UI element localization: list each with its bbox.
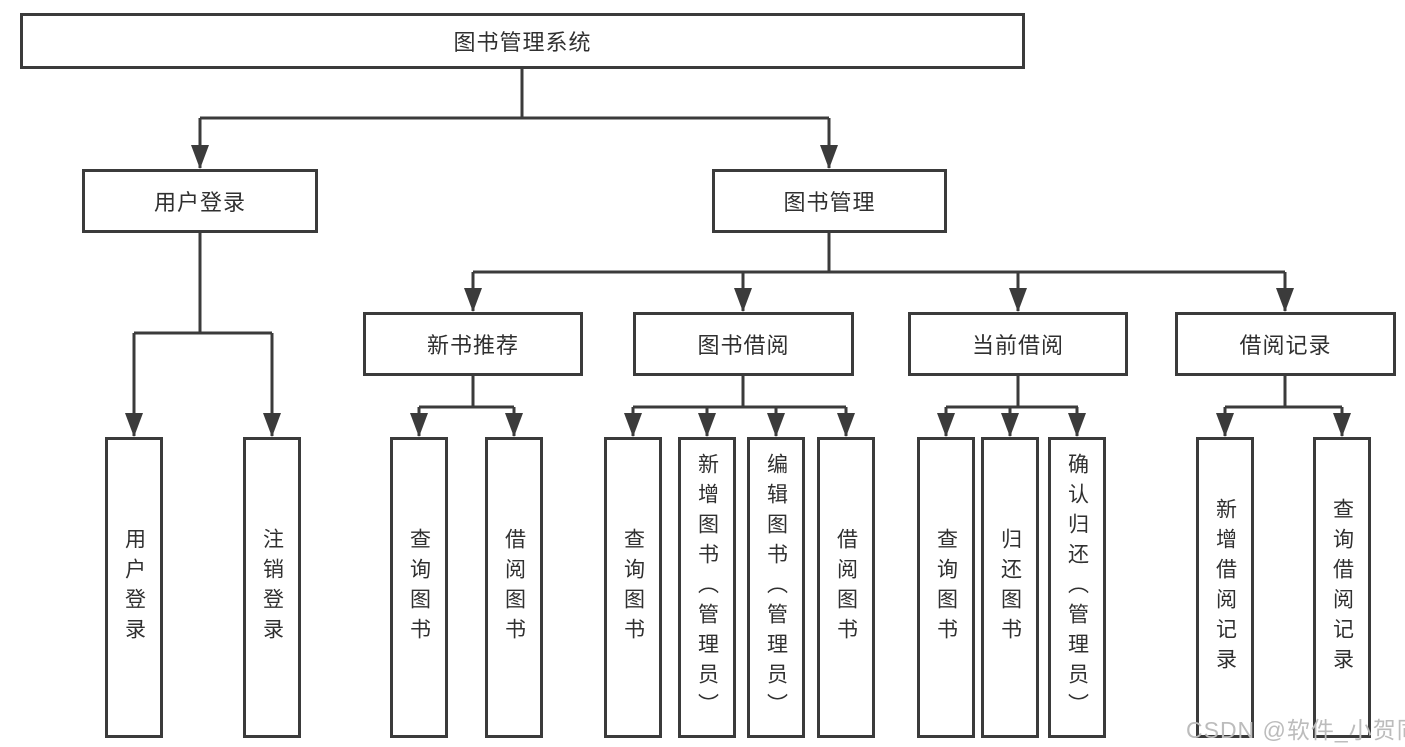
- branch-box-book-borrow: 图书借阅: [633, 312, 854, 376]
- leaf-box-return-books: 归还图书: [981, 437, 1039, 738]
- branch-box-borrow-records: 借阅记录: [1175, 312, 1396, 376]
- leaf-box-add-borrow-record: 新增借阅记录: [1196, 437, 1254, 738]
- leaf-box-borrow-books-2: 借阅图书: [817, 437, 875, 738]
- leaf-label: 查询图书: [934, 527, 958, 648]
- watermark: CSDN @软件_小贺同学: [1186, 717, 1405, 743]
- branch-label-book-borrow: 图书借阅: [697, 333, 790, 358]
- leaf-label: 查询图书: [621, 527, 645, 648]
- user-login-label: 用户登录: [153, 190, 246, 215]
- branch-label-borrow-records: 借阅记录: [1239, 333, 1332, 358]
- leaf-label: 借阅图书: [834, 527, 858, 648]
- leaf-box-query-books-2: 查询图书: [604, 437, 662, 738]
- root-box-system-title: 图书管理系统: [20, 13, 1025, 69]
- leaf-box-query-books-1: 查询图书: [390, 437, 448, 738]
- leaf-box-borrow-books-1: 借阅图书: [485, 437, 543, 738]
- leaf-box-edit-books-admin: 编辑图书（管理员）: [747, 437, 805, 738]
- leaf-box-add-books-admin: 新增图书（管理员）: [678, 437, 736, 738]
- branch-box-new-books: 新书推荐: [363, 312, 583, 376]
- leaf-label: 注销登录: [260, 527, 284, 648]
- leaf-box-user-login: 用户登录: [105, 437, 163, 738]
- leaf-box-logout: 注销登录: [243, 437, 301, 738]
- branch-box-current-borrow: 当前借阅: [908, 312, 1128, 376]
- leaf-label: 用户登录: [122, 527, 146, 648]
- leaf-label: 新增借阅记录: [1213, 497, 1237, 678]
- leaf-box-query-borrow-record: 查询借阅记录: [1313, 437, 1371, 738]
- leaf-label: 查询图书: [407, 527, 431, 648]
- book-management-label: 图书管理: [783, 190, 876, 215]
- branch-label-current-borrow: 当前借阅: [971, 333, 1064, 358]
- leaf-label: 查询借阅记录: [1330, 497, 1354, 678]
- leaf-label: 编辑图书（管理员）: [764, 452, 788, 723]
- root-label: 图书管理系统: [453, 30, 592, 55]
- book-management-box: 图书管理: [712, 169, 947, 233]
- branch-label-new-books: 新书推荐: [426, 333, 519, 358]
- leaf-label: 借阅图书: [502, 527, 526, 648]
- leaf-box-confirm-return-admin: 确认归还（管理员）: [1048, 437, 1106, 738]
- leaf-label: 归还图书: [998, 527, 1022, 648]
- leaf-label: 确认归还（管理员）: [1065, 452, 1089, 723]
- leaf-label: 新增图书（管理员）: [695, 452, 719, 723]
- leaf-box-query-books-3: 查询图书: [917, 437, 975, 738]
- user-login-box: 用户登录: [82, 169, 318, 233]
